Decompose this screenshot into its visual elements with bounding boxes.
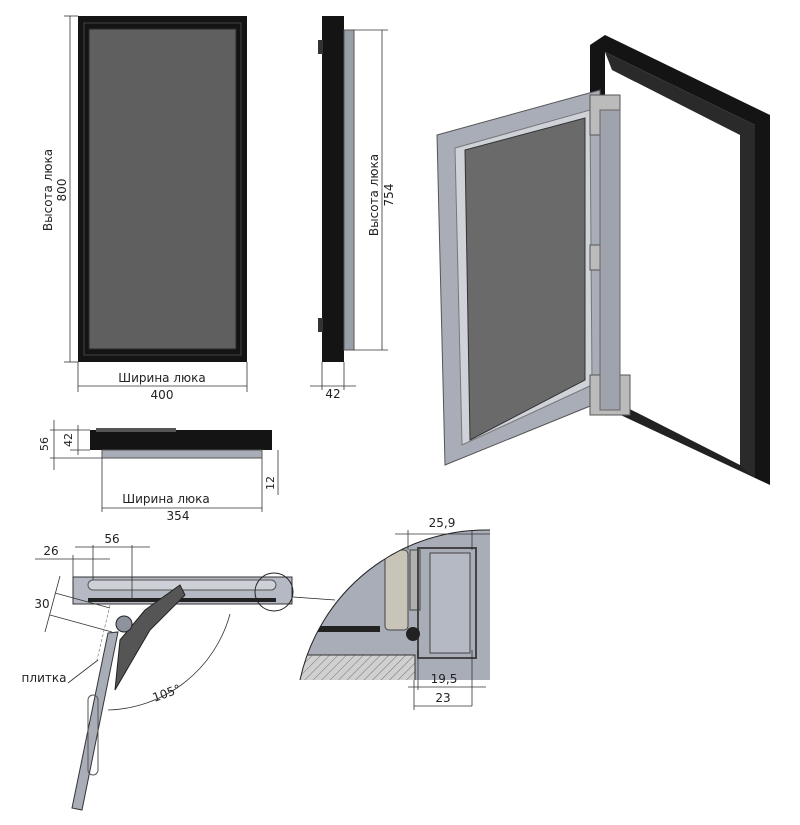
dim-19-5: 19,5: [431, 672, 458, 686]
dim-25-9: 25,9: [429, 516, 456, 530]
door-panel: [464, 117, 586, 441]
dim-56: 56: [104, 532, 119, 546]
section-width-label: Ширина люка: [122, 492, 209, 506]
tile-label: плитка: [22, 671, 67, 685]
angle-label: 105°: [151, 682, 183, 705]
width-value: 400: [151, 388, 174, 402]
dim-30: 30: [34, 597, 49, 611]
detail-view: 25,9 19,5 23: [299, 516, 491, 710]
front-view: Высота люка 800 Ширина люка 400: [41, 15, 248, 402]
dim-23: 23: [435, 691, 450, 705]
height-label: Высота люка: [41, 149, 55, 231]
side-view: Высота люка 754 42: [310, 16, 396, 401]
side-depth-value: 42: [325, 387, 340, 401]
dim-26: 26: [43, 544, 58, 558]
total-depth-value: 56: [38, 437, 51, 451]
height-value: 800: [55, 179, 69, 202]
side-height-value: 754: [382, 184, 396, 207]
side-height-label: Высота люка: [367, 154, 381, 236]
mechanism-view: 26 56 30 плитка 105°: [22, 532, 336, 811]
top-section-view: 56 42 12 Ширина люка 354: [38, 420, 279, 523]
section-width-value: 354: [167, 509, 190, 523]
isometric-view: [436, 35, 770, 485]
frame-depth-value: 42: [62, 433, 75, 447]
offset-value: 12: [264, 476, 277, 490]
width-label: Ширина люка: [118, 371, 205, 385]
hatch-panel: [88, 28, 237, 350]
